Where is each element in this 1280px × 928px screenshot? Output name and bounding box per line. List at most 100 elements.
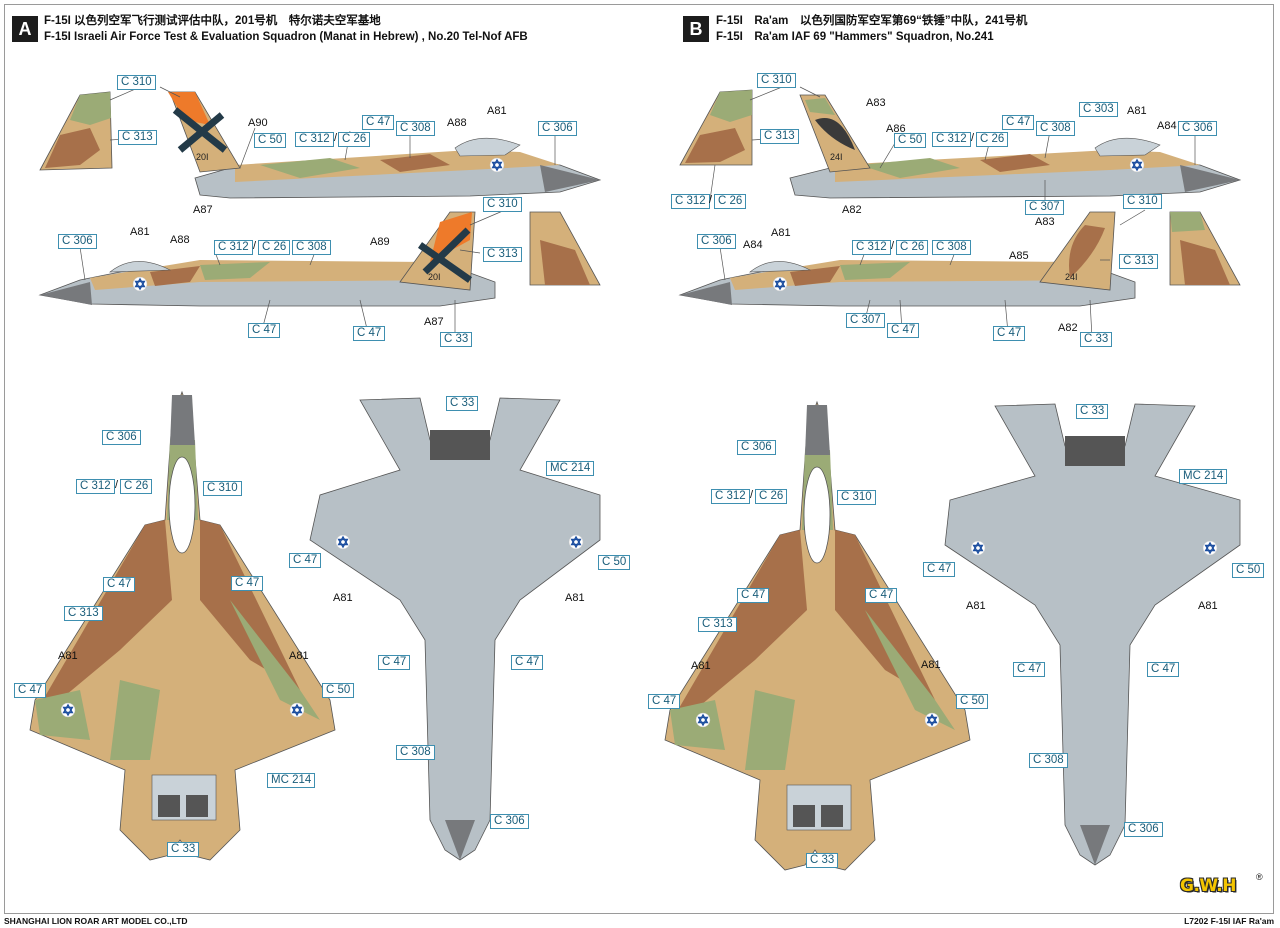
color-callout: C 313 — [698, 617, 737, 632]
color-callout: MC 214 — [546, 461, 595, 476]
slash-separator: / — [334, 132, 338, 144]
slash-separator: / — [709, 194, 713, 206]
color-callout: C 47 — [362, 115, 395, 130]
color-callout: C 47 — [378, 655, 411, 670]
color-callout: C 50 — [1232, 563, 1265, 578]
color-callout: C 308 — [396, 121, 435, 136]
a-side-view-right: 20I — [168, 91, 602, 199]
color-callout: C 310 — [837, 490, 876, 505]
decal-ref: A81 — [691, 660, 711, 672]
color-callout: MC 214 — [267, 773, 316, 788]
decal-ref: A81 — [565, 592, 585, 604]
decal-ref: A90 — [248, 117, 268, 129]
color-callout: C 26 — [714, 194, 747, 209]
color-callout: C 26 — [338, 132, 371, 147]
sheet-border — [4, 4, 1274, 914]
color-callout: C 306 — [1178, 121, 1217, 136]
svg-text:20I: 20I — [196, 152, 209, 162]
decal-ref: A81 — [1127, 105, 1147, 117]
decal-ref: A81 — [921, 659, 941, 671]
color-callout: C 33 — [440, 332, 473, 347]
color-callout: C 308 — [1029, 753, 1068, 768]
scheme-a-title-cn: F-15I 以色列空军飞行测试评估中队，201号机 特尔诺夫空军基地 — [44, 15, 381, 27]
decal-ref: A81 — [1198, 600, 1218, 612]
color-callout: C 312 — [214, 240, 253, 255]
color-callout: C 26 — [120, 479, 153, 494]
slash-separator: / — [971, 132, 975, 144]
color-callout: C 306 — [58, 234, 97, 249]
color-callout: C 312 — [932, 132, 971, 147]
color-callout: C 47 — [289, 553, 322, 568]
b-top-view — [664, 400, 971, 871]
color-callout: C 310 — [483, 197, 522, 212]
slash-separator: / — [891, 240, 895, 252]
color-callout: C 26 — [258, 240, 291, 255]
slash-separator: / — [750, 489, 754, 501]
svg-text:24I: 24I — [830, 152, 843, 162]
color-callout: C 306 — [538, 121, 577, 136]
color-callout: C 312 — [671, 194, 710, 209]
decal-ref: A87 — [424, 316, 444, 328]
color-callout: C 47 — [511, 655, 544, 670]
color-callout: C 47 — [923, 562, 956, 577]
color-callout: C 33 — [446, 396, 479, 411]
decal-ref: A81 — [289, 650, 309, 662]
color-callout: C 26 — [896, 240, 929, 255]
decal-ref: A83 — [866, 97, 886, 109]
color-callout: C 303 — [1079, 102, 1118, 117]
color-callout: C 313 — [760, 129, 799, 144]
color-callout: C 310 — [203, 481, 242, 496]
color-callout: C 47 — [648, 694, 681, 709]
color-callout: C 307 — [1025, 200, 1064, 215]
color-callout: C 313 — [1119, 254, 1158, 269]
color-callout: C 47 — [737, 588, 770, 603]
decal-ref: A81 — [771, 227, 791, 239]
color-callout: C 306 — [102, 430, 141, 445]
color-callout: C 26 — [976, 132, 1009, 147]
scheme-a-title-en: F-15I Israeli Air Force Test & Evaluatio… — [44, 31, 528, 43]
scheme-a-badge: A — [12, 16, 38, 42]
b-side-view-left: 24I — [678, 211, 1241, 307]
color-callout: C 47 — [1147, 662, 1180, 677]
color-callout: C 310 — [117, 75, 156, 90]
decal-ref: A84 — [1157, 120, 1177, 132]
decal-ref: A87 — [193, 204, 213, 216]
color-callout: C 47 — [993, 326, 1026, 341]
color-callout: C 308 — [292, 240, 331, 255]
color-callout: C 26 — [755, 489, 788, 504]
decal-ref: A83 — [1035, 216, 1055, 228]
color-callout: C 312 — [852, 240, 891, 255]
decal-ref: A86 — [886, 123, 906, 135]
registered-mark: ® — [1256, 872, 1263, 882]
color-callout: MC 214 — [1179, 469, 1228, 484]
decal-ref: A81 — [333, 592, 353, 604]
b-underside-view — [944, 403, 1241, 866]
color-callout: C 47 — [231, 576, 264, 591]
scheme-b-badge: B — [683, 16, 709, 42]
gwh-logo: G.W.H — [1180, 876, 1236, 896]
color-callout: C 50 — [322, 683, 355, 698]
color-callout: C 312 — [711, 489, 750, 504]
b-side-view-right: 24I — [789, 94, 1242, 199]
color-callout: C 47 — [1002, 115, 1035, 130]
scheme-b-title-en: F-15I Ra'am IAF 69 "Hammers" Squadron, N… — [716, 31, 994, 43]
a-side-view-left: 20I — [38, 211, 601, 307]
color-callout: C 50 — [956, 694, 989, 709]
decal-ref: A82 — [842, 204, 862, 216]
svg-text:20I: 20I — [428, 272, 441, 282]
decal-ref: A89 — [370, 236, 390, 248]
decal-ref: A82 — [1058, 322, 1078, 334]
color-callout: C 33 — [1076, 404, 1109, 419]
color-callout: C 50 — [254, 133, 287, 148]
decal-ref: A88 — [170, 234, 190, 246]
color-callout: C 33 — [806, 853, 839, 868]
color-callout: C 312 — [76, 479, 115, 494]
color-callout: C 306 — [737, 440, 776, 455]
a-underside-view — [309, 397, 601, 861]
color-callout: C 33 — [167, 842, 200, 857]
decal-ref: A81 — [966, 600, 986, 612]
footer-product: L7202 F-15I IAF Ra'am — [1184, 916, 1274, 926]
color-callout: C 313 — [64, 606, 103, 621]
decal-ref: A84 — [743, 239, 763, 251]
